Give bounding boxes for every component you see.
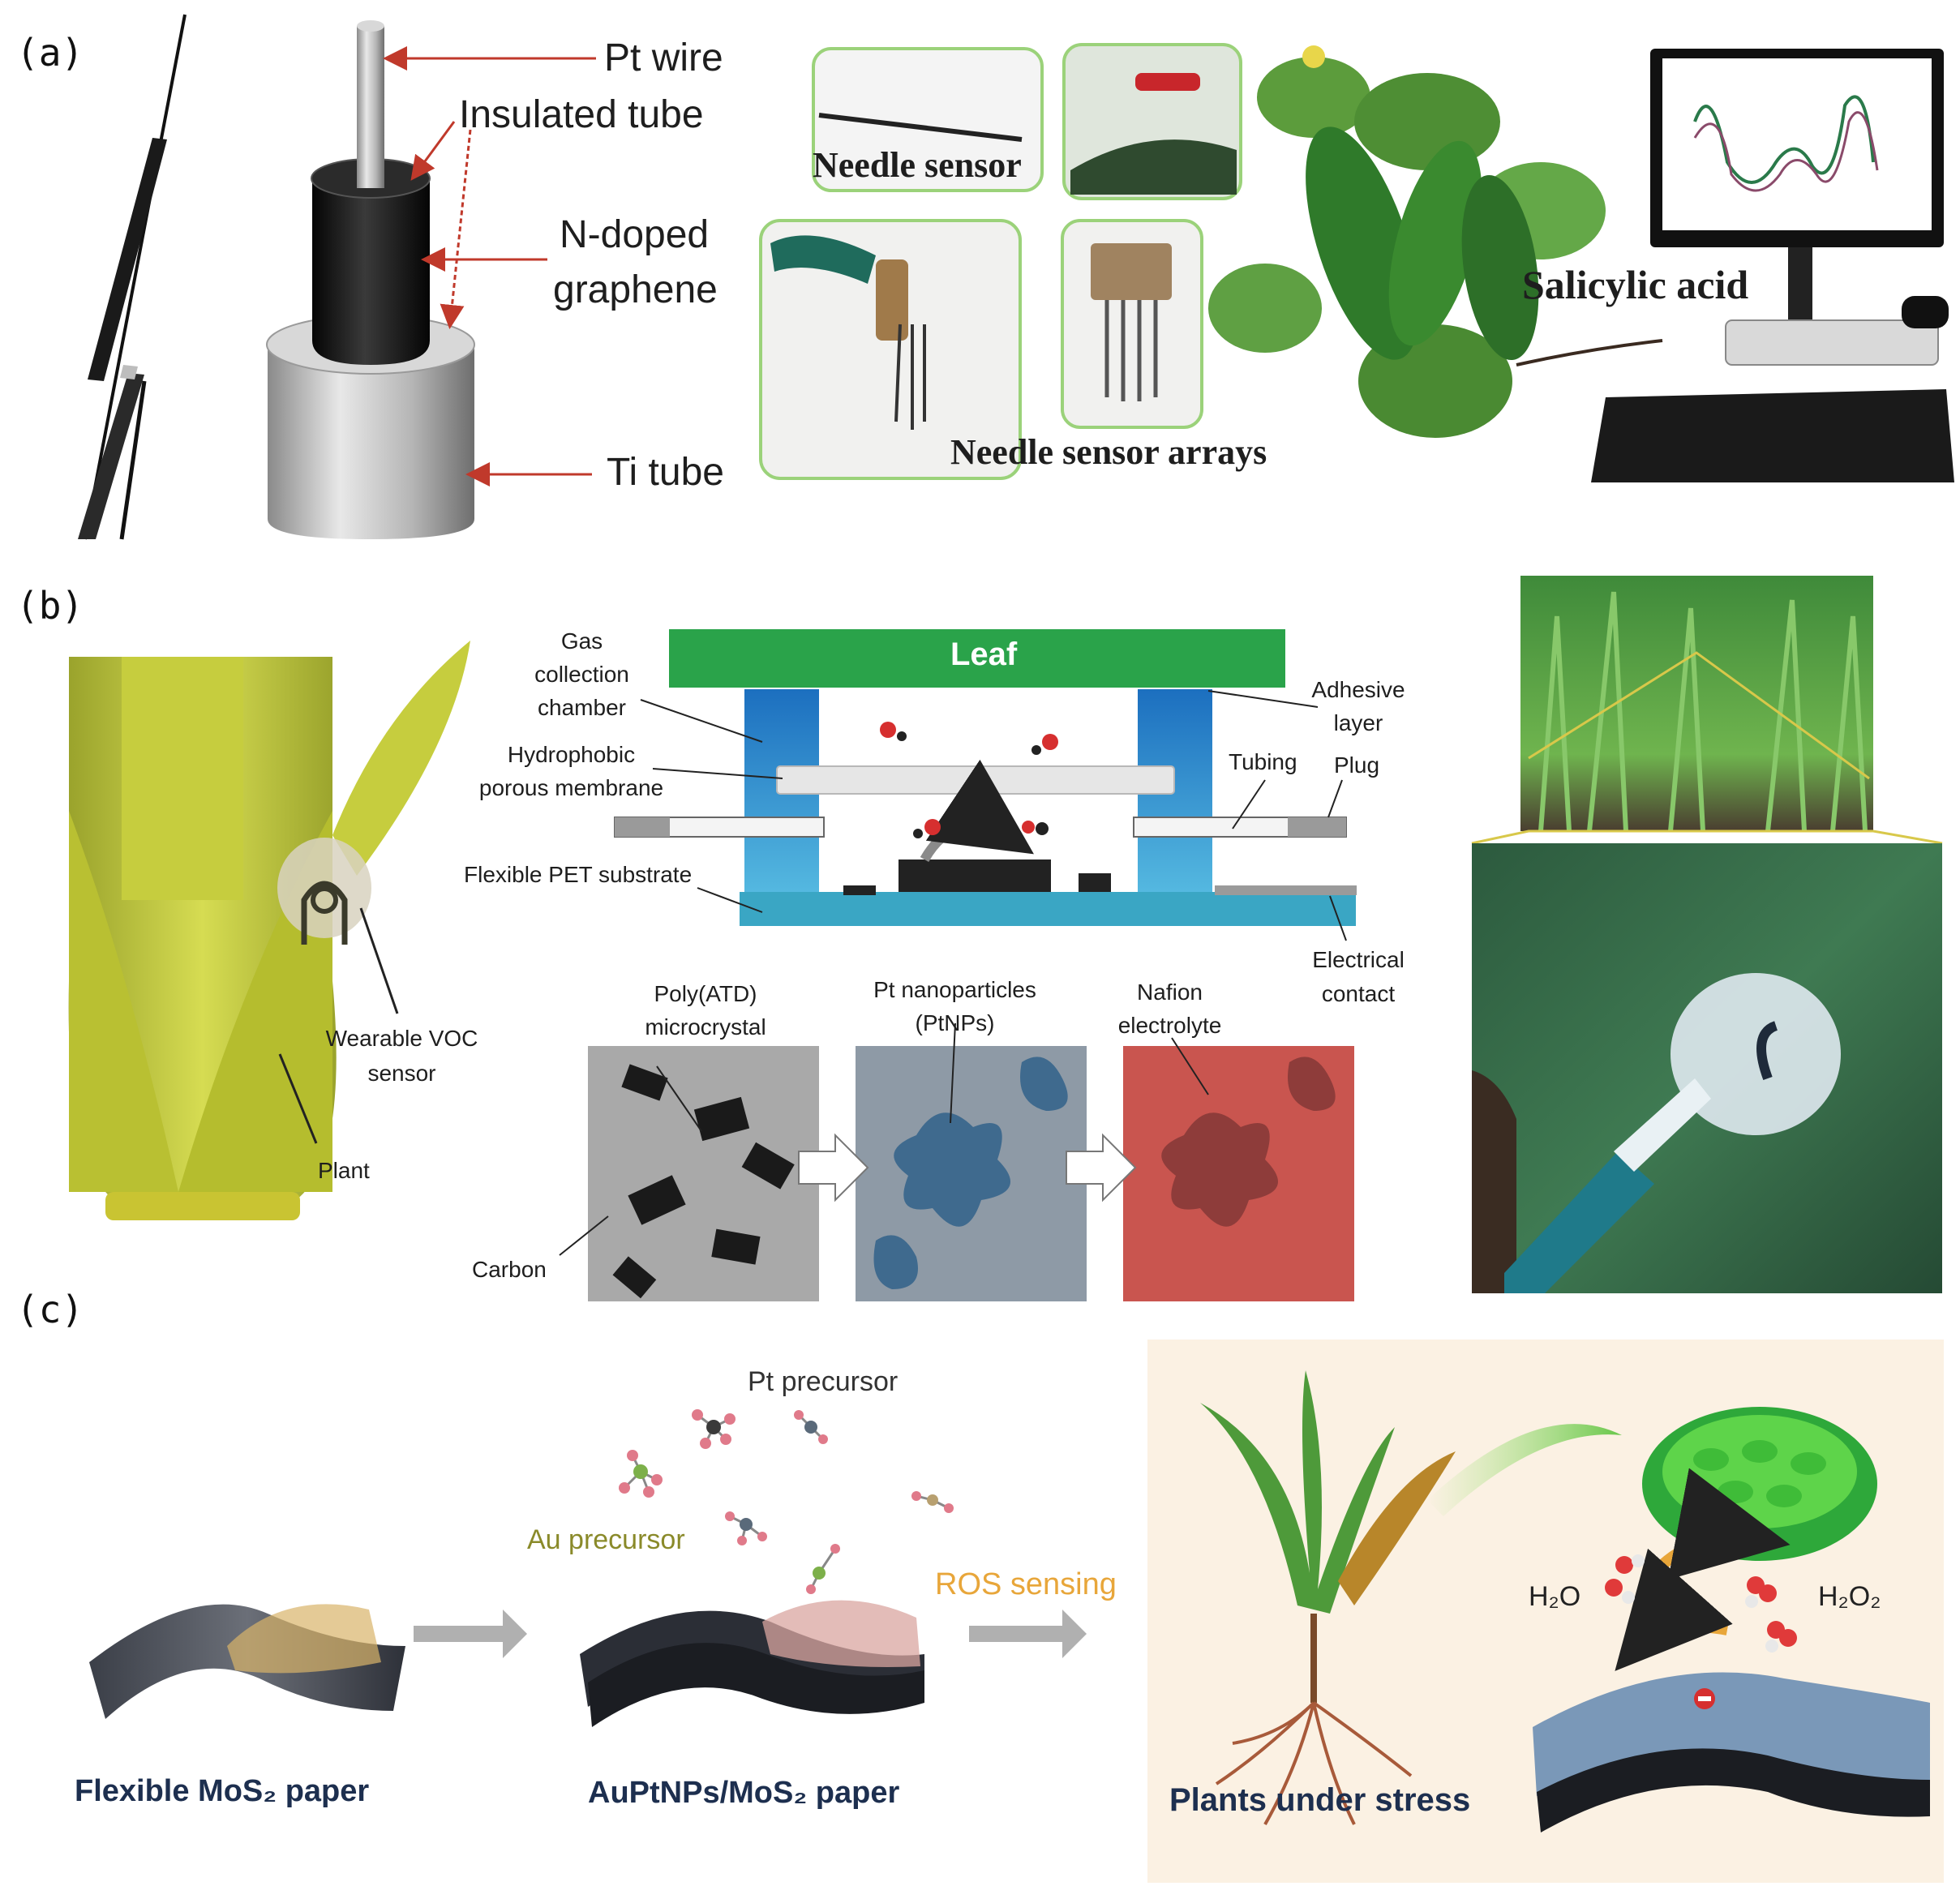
electrical-line2: contact bbox=[1321, 981, 1396, 1006]
mos2-process bbox=[89, 1409, 1087, 1727]
h2o-label: H₂O bbox=[1529, 1581, 1581, 1612]
pet-substrate-label: Flexible PET substrate bbox=[464, 862, 693, 887]
flexible-mos2-label: Flexible MoS₂ paper bbox=[75, 1774, 370, 1808]
nafion-line1: Nafion bbox=[1137, 980, 1203, 1005]
pt-np-line2: (PtNPs) bbox=[915, 1010, 995, 1035]
wearable-voc-line1: Wearable VOC bbox=[325, 1026, 478, 1051]
poly-atd-line2: microcrystal bbox=[645, 1014, 766, 1040]
panel-c-letter: (c) bbox=[16, 1288, 84, 1331]
adhesive-line1: Adhesive bbox=[1311, 677, 1405, 702]
gas-chamber-line2: collection bbox=[534, 662, 629, 687]
ros-sensing-label: ROS sensing bbox=[935, 1567, 1117, 1601]
salicylic-acid-label: Salicylic acid bbox=[1522, 262, 1749, 307]
hydrophobic-line2: porous membrane bbox=[478, 775, 664, 800]
plant-label: Plant bbox=[318, 1158, 370, 1183]
needle-photo bbox=[78, 14, 187, 540]
computer bbox=[1591, 49, 1954, 482]
field-photos bbox=[1471, 576, 1943, 1293]
needle-sensor-label: Needle sensor bbox=[813, 145, 1022, 185]
cucumber-plant bbox=[1208, 45, 1663, 438]
microscopy-tiles bbox=[559, 1022, 1354, 1301]
electrical-line1: Electrical bbox=[1312, 947, 1405, 972]
insulated-tube-label: Insulated tube bbox=[459, 93, 704, 136]
wearable-voc-line2: sensor bbox=[367, 1061, 436, 1086]
nafion-line2: electrolyte bbox=[1117, 1013, 1222, 1038]
electrode-schematic bbox=[266, 20, 596, 539]
tubing-label: Tubing bbox=[1229, 749, 1297, 774]
chamber-schematic bbox=[614, 629, 1357, 941]
panel-a-letter: (a) bbox=[16, 31, 84, 75]
gas-chamber-line3: chamber bbox=[538, 695, 626, 720]
pt-np-line1: Pt nanoparticles bbox=[873, 977, 1036, 1002]
auptnps-mos2-label: AuPtNPs/MoS₂ paper bbox=[588, 1776, 900, 1810]
sensor-photo-tiles bbox=[759, 43, 1242, 480]
adhesive-line2: layer bbox=[1333, 710, 1383, 735]
carbon-label: Carbon bbox=[472, 1257, 547, 1282]
plants-under-stress-label: Plants under stress bbox=[1169, 1782, 1471, 1818]
pt-wire-label: Pt wire bbox=[604, 36, 723, 79]
au-precursor-label: Au precursor bbox=[527, 1524, 685, 1555]
panel-b-letter: (b) bbox=[16, 584, 84, 628]
plant-stem bbox=[68, 641, 470, 1220]
gas-chamber-line1: Gas bbox=[560, 628, 603, 654]
needle-sensor-arrays-label: Needle sensor arrays bbox=[950, 432, 1267, 472]
hydrophobic-line1: Hydrophobic bbox=[507, 742, 636, 767]
plug-label: Plug bbox=[1334, 752, 1380, 778]
n-doped-label-line2: graphene bbox=[553, 268, 718, 311]
ti-tube-label: Ti tube bbox=[607, 451, 724, 494]
h2o2-label: H₂O₂ bbox=[1818, 1581, 1881, 1612]
leaf-label: Leaf bbox=[950, 637, 1018, 672]
poly-atd-line1: Poly(ATD) bbox=[654, 981, 757, 1006]
pt-precursor-label: Pt precursor bbox=[748, 1366, 899, 1397]
plant-stress-panel bbox=[1147, 1340, 1944, 1883]
n-doped-label-line1: N-doped bbox=[560, 213, 710, 256]
